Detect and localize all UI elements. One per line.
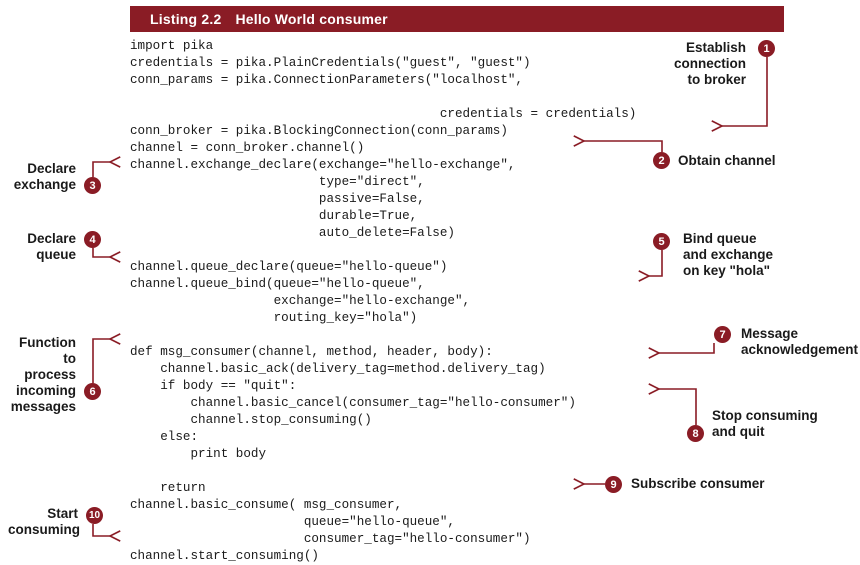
code-line: durable=True, [130, 209, 418, 223]
callout-8-label: Stop consuming and quit [712, 408, 818, 439]
callout-5-arrow [649, 250, 663, 276]
callout-6-label: Function to process incoming messages [10, 335, 76, 414]
code-line: credentials = credentials) [130, 107, 637, 121]
listing-number: Listing 2.2 [150, 11, 222, 27]
code-line: channel = conn_broker.channel() [130, 141, 365, 155]
callout-2-label: Obtain channel [678, 153, 776, 168]
code-line: channel.queue_declare(queue="hello-queue… [130, 260, 448, 274]
callout-2-badge: 2 [653, 152, 670, 169]
code-line: if body == "quit": [130, 379, 297, 393]
code-line: type="direct", [130, 175, 425, 189]
callout-10-label: Start consuming [8, 506, 81, 537]
callout-7-badge: 7 [714, 326, 731, 343]
code-line: channel.queue_bind(queue="hello-queue", [130, 277, 425, 291]
callout-1-badge: 1 [758, 40, 775, 57]
listing-header: Listing 2.2 Hello World consumer [130, 6, 784, 32]
code-line: def msg_consumer(channel, method, header… [130, 345, 493, 359]
code-line: import pika [130, 39, 214, 53]
code-line: auto_delete=False) [130, 226, 455, 240]
callout-4-arrow [92, 248, 110, 257]
code-line: channel.exchange_declare(exchange="hello… [130, 158, 516, 172]
callout-4-badge: 4 [84, 231, 101, 248]
code-block: import pika credentials = pika.PlainCrede… [130, 38, 636, 565]
callout-8-badge: 8 [687, 425, 704, 442]
code-line: credentials = pika.PlainCredentials("gue… [130, 56, 531, 70]
listing-title: Hello World consumer [235, 11, 388, 27]
callout-6-badge: 6 [84, 383, 101, 400]
callout-7-label: Message acknowledgement [741, 326, 859, 357]
callout-3-label: Declare exchange [13, 161, 76, 192]
code-line: queue="hello-queue", [130, 515, 455, 529]
callout-3-badge: 3 [84, 177, 101, 194]
callout-6-arrow [92, 339, 110, 383]
code-line: passive=False, [130, 192, 425, 206]
callout-10-badge: 10 [86, 507, 103, 524]
code-line: channel.basic_consume( msg_consumer, [130, 498, 403, 512]
callout-2-arrow [584, 141, 663, 152]
code-line: channel.basic_cancel(consumer_tag="hello… [130, 396, 576, 410]
callout-9-label: Subscribe consumer [631, 476, 765, 491]
code-line: consumer_tag="hello-consumer") [130, 532, 531, 546]
code-line: conn_params = pika.ConnectionParameters(… [130, 73, 523, 87]
code-line: print body [130, 447, 267, 461]
callout-1-label: Establish connection to broker [673, 40, 746, 87]
code-line: channel.stop_consuming() [130, 413, 372, 427]
code-line: channel.start_consuming() [130, 549, 319, 563]
callout-9-badge: 9 [605, 476, 622, 493]
code-line: else: [130, 430, 199, 444]
callout-5-badge: 5 [653, 233, 670, 250]
callout-5-label: Bind queue and exchange on key "hola" [683, 231, 774, 278]
code-line: routing_key="hola") [130, 311, 418, 325]
code-line: channel.basic_ack(delivery_tag=method.de… [130, 362, 546, 376]
callout-1-arrow [722, 57, 768, 126]
callout-10-arrow [92, 524, 110, 536]
callout-3-arrow [92, 162, 110, 177]
code-line: exchange="hello-exchange", [130, 294, 471, 308]
callout-arrows [92, 57, 768, 547]
callout-4-label: Declare queue [27, 231, 76, 262]
callout-7-arrow [659, 343, 715, 353]
code-line: return [130, 481, 206, 495]
code-line: conn_broker = pika.BlockingConnection(co… [130, 124, 508, 138]
callout-8-arrow [659, 389, 697, 425]
